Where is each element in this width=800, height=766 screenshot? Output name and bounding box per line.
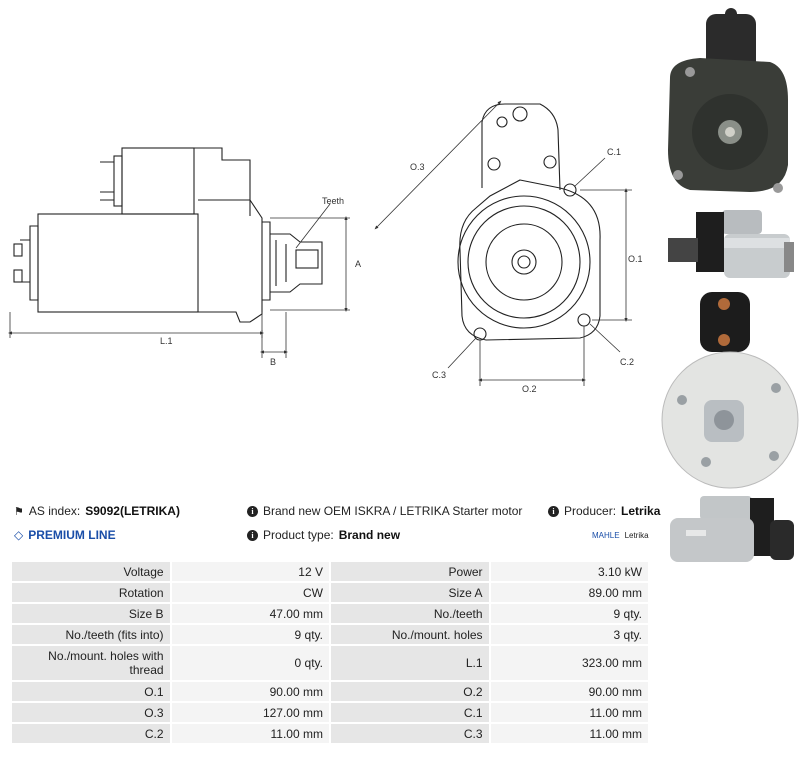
spec-value: 12 V (169, 560, 331, 583)
spec-value: 11.00 mm (488, 722, 651, 745)
photo-drive-end (668, 8, 788, 193)
label-teeth: Teeth (322, 196, 344, 206)
spec-label: C.3 (328, 722, 491, 745)
spec-label: C.1 (328, 701, 491, 724)
spec-label: No./mount. holes with thread (10, 644, 172, 682)
spec-label: L.1 (328, 644, 491, 682)
spec-value: 0 qty. (169, 644, 331, 682)
producer-value: Letrika (621, 504, 661, 518)
product-type: i Product type: Brand new (247, 528, 400, 542)
spec-value: 90.00 mm (169, 680, 331, 703)
label-o2: O.2 (522, 384, 537, 394)
label-c1: C.1 (607, 147, 621, 157)
spec-label: O.3 (10, 701, 172, 724)
as-index-label: AS index: (28, 504, 81, 518)
spec-label: No./mount. holes (328, 623, 491, 646)
spec-label: No./teeth (328, 602, 491, 625)
producer: i Producer: Letrika (548, 504, 660, 518)
spec-value: 89.00 mm (488, 581, 651, 604)
tag-icon: ⚑ (14, 505, 24, 518)
description-text: Brand new OEM ISKRA / LETRIKA Starter mo… (263, 504, 523, 518)
premium-line-text: PREMIUM LINE (28, 528, 116, 542)
motor-body (37, 213, 199, 313)
premium-line-badge: ◇ PREMIUM LINE (14, 528, 116, 542)
spec-label: Size B (10, 602, 172, 625)
spec-label: Size A (328, 581, 491, 604)
info-icon: i (247, 505, 258, 517)
label-l1: L.1 (160, 336, 173, 346)
brand-logo: MAHLE Letrika (592, 531, 649, 540)
info-icon: i (247, 529, 258, 541)
brand-logo-sub: Letrika (624, 531, 649, 540)
product-type-value: Brand new (338, 528, 401, 542)
spec-value: 47.00 mm (169, 602, 331, 625)
label-c3: C.3 (432, 370, 446, 380)
spec-label: Power (328, 560, 491, 583)
spec-value: CW (169, 581, 331, 604)
spec-label: No./teeth (fits into) (10, 623, 172, 646)
flange-outline (481, 103, 561, 191)
spec-value: 9 qty. (488, 602, 651, 625)
brand-logo-main: MAHLE (592, 531, 620, 540)
spec-value: 3 qty. (488, 623, 651, 646)
spec-label: C.2 (10, 722, 172, 745)
spec-value: 9 qty. (169, 623, 331, 646)
as-index: ⚑ AS index: S9092(LETRIKA) (14, 504, 180, 518)
table-row: No./teeth (fits into)9 qty.No./mount. ho… (10, 623, 651, 646)
technical-drawing: Teeth A B L.1 O.3 O.1 O.2 C.1 C.2 (8, 100, 643, 394)
label-b: B (270, 357, 276, 367)
spec-label: Voltage (10, 560, 172, 583)
spec-value: 323.00 mm (488, 644, 651, 682)
spec-value: 11.00 mm (488, 701, 651, 724)
spec-value: 90.00 mm (488, 680, 651, 703)
product-info: ⚑ AS index: S9092(LETRIKA) i Brand new O… (10, 500, 660, 548)
product-type-label: Product type: (263, 528, 334, 542)
diamond-icon: ◇ (14, 528, 24, 542)
spec-label: Rotation (10, 581, 172, 604)
spec-value: 11.00 mm (169, 722, 331, 745)
label-o1: O.1 (628, 254, 643, 264)
spec-value: 3.10 kW (488, 560, 651, 583)
photo-side-view-alt (670, 496, 794, 562)
solenoid-body (121, 147, 195, 215)
description: i Brand new OEM ISKRA / LETRIKA Starter … (247, 504, 522, 518)
photo-side-view (668, 210, 794, 278)
spec-label: O.2 (328, 680, 491, 703)
label-c2: C.2 (620, 357, 634, 367)
label-a: A (355, 259, 361, 269)
producer-label: Producer: (564, 504, 617, 518)
as-index-value: S9092(LETRIKA) (85, 504, 180, 518)
photo-rear-end (661, 292, 799, 489)
product-photos (661, 8, 799, 562)
label-o3: O.3 (410, 162, 425, 172)
spec-label: O.1 (10, 680, 172, 703)
info-icon: i (548, 505, 559, 517)
spec-value: 127.00 mm (169, 701, 331, 724)
